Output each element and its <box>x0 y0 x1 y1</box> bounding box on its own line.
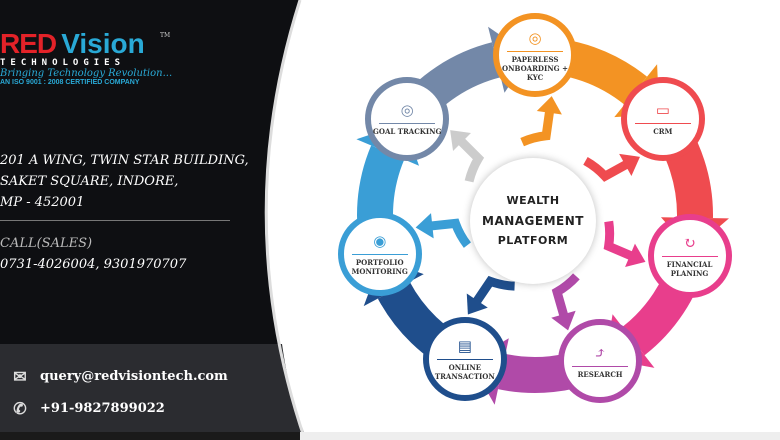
node-label: ONLINE TRANSACTION <box>434 362 495 381</box>
node-divider <box>572 365 629 367</box>
node-online-transaction: ▤ ONLINE TRANSACTION <box>422 316 507 401</box>
node-divider <box>634 123 691 125</box>
inner-arrow <box>583 156 632 182</box>
target-icon: ◎ <box>400 101 414 120</box>
node-portfolio-monitoring: ◉ PORTFOLIO MONITORING <box>337 211 422 296</box>
node-divider <box>436 358 493 360</box>
contact-band: ✉ query@redvisiontech.com ✆ +91-9827899022 <box>0 360 228 424</box>
logo-technologies: TECHNOLOGIES <box>0 58 126 68</box>
address-line2: SAKET SQUARE, INDORE, <box>0 174 179 189</box>
monitor-icon: ▭ <box>655 101 670 120</box>
node-paperless-onboarding-kyc: ◎ PAPERLESS ONBOARDING + KYC <box>493 13 577 97</box>
node-label: FINANCIAL PLANING <box>666 260 713 279</box>
chart-search-icon: ⤴ <box>593 343 607 362</box>
inner-arrow <box>455 135 485 183</box>
address-line1: 201 A WING, TWIN STAR BUILDING, <box>0 153 249 168</box>
node-crm: ▭ CRM <box>620 76 705 161</box>
node-goal-tracking: ◎ GOAL TRACKING <box>365 76 450 161</box>
node-label: PAPERLESS ONBOARDING + KYC <box>502 54 568 82</box>
logo-tm: TM <box>160 32 171 39</box>
address-line3: MP - 452001 <box>0 195 85 210</box>
divider <box>0 220 230 221</box>
inner-arrow <box>427 218 472 248</box>
node-financial-planing: ↻ FINANCIAL PLANING <box>647 214 732 299</box>
inner-arrow <box>551 273 580 321</box>
inner-arrow <box>520 107 555 147</box>
call-phones: 0731-4026004, 9301970707 <box>0 257 187 272</box>
node-label: GOAL TRACKING <box>372 127 442 137</box>
fingerprint-icon: ◎ <box>528 28 542 47</box>
node-label: PORTFOLIO MONITORING <box>351 257 408 276</box>
email-link[interactable]: query@redvisiontech.com <box>40 368 228 384</box>
center-radial-arrows <box>415 96 646 331</box>
call-label: CALL(SALES) <box>0 236 93 251</box>
node-divider <box>661 256 718 258</box>
logo-red: RED <box>0 28 57 59</box>
logo-vision: Vision <box>61 28 145 59</box>
center-line1: WEALTH <box>506 194 560 207</box>
call-sales: CALL(SALES) 0731-4026004, 9301970707 <box>0 233 186 275</box>
logo-iso: AN ISO 9001 : 2008 CERTIFIED COMPANY <box>0 79 140 86</box>
node-research: ⤴ RESEARCH <box>558 319 643 404</box>
node-divider <box>507 50 563 52</box>
inner-arrow-head <box>551 310 576 331</box>
address: 201 A WING, TWIN STAR BUILDING, SAKET SQ… <box>0 150 249 213</box>
inner-arrow-head <box>466 293 488 315</box>
node-label: CRM <box>653 127 673 137</box>
eye-chart-icon: ◉ <box>373 231 387 250</box>
mail-icon: ✉ <box>13 366 27 386</box>
node-label: RESEARCH <box>577 369 623 379</box>
logo-tagline: Bringing Technology Revolution... <box>0 68 173 79</box>
inner-arrow <box>470 275 515 308</box>
inner-arrow-head <box>625 243 646 267</box>
node-divider <box>379 123 436 125</box>
inner-arrow-head <box>415 213 434 239</box>
inner-arrow-head <box>450 130 471 151</box>
whatsapp-icon: ✆ <box>13 398 27 418</box>
center-line3: PLATFORM <box>497 234 569 247</box>
inner-arrow <box>603 220 637 262</box>
inner-arrow-head <box>536 96 562 115</box>
company-logo: RED Vision TM TECHNOLOGIES Bringing Tech… <box>0 28 173 86</box>
node-divider <box>351 253 408 255</box>
whatsapp-number[interactable]: +91-9827899022 <box>40 400 165 416</box>
card-phone-icon: ▤ <box>457 336 472 355</box>
money-cycle-icon: ↻ <box>683 234 696 253</box>
center-hub: WEALTH MANAGEMENT PLATFORM <box>470 158 596 284</box>
center-line2: MANAGEMENT <box>482 214 584 228</box>
inner-arrow-head <box>619 153 640 177</box>
